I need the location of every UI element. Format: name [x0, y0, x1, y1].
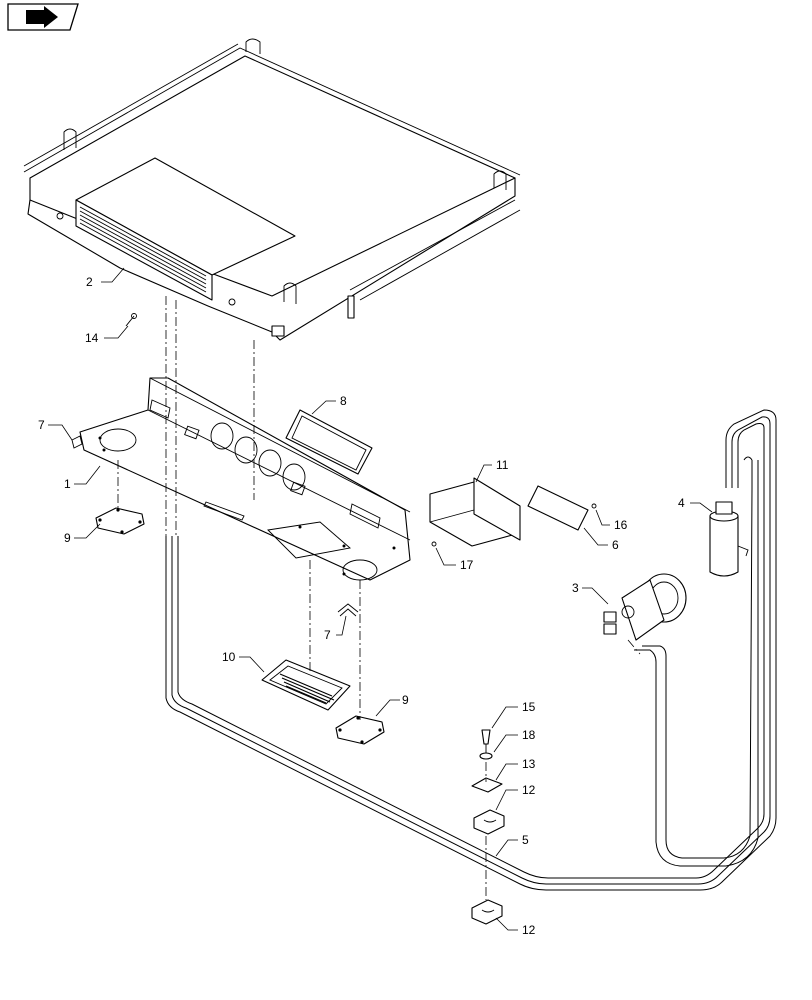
screw-part-14 [125, 313, 137, 327]
cover-plate-part [527, 485, 589, 531]
mounting-panel-part [79, 377, 411, 581]
callout-13: 13 [522, 757, 536, 771]
clip-part-7a [71, 435, 83, 449]
clamp-part-12a [473, 809, 505, 835]
callout-7-bottom: 7 [324, 628, 331, 642]
callout-7-top: 7 [38, 418, 45, 432]
compressor-part [603, 573, 687, 641]
callout-15: 15 [522, 700, 536, 714]
callout-12-top: 12 [522, 783, 536, 797]
floor-grille-part [261, 659, 351, 711]
callout-9-left: 9 [64, 531, 71, 545]
round-cover-part-9a [95, 507, 145, 535]
assembly-lines [117, 296, 641, 900]
callout-9-bottom: 9 [402, 693, 409, 707]
receiver-drier-part [709, 501, 749, 577]
clamp-part-12b [471, 899, 503, 925]
callout-18: 18 [522, 728, 536, 742]
callout-2: 2 [86, 275, 93, 289]
screw-part-16 [591, 503, 597, 509]
leader-lines [48, 267, 713, 931]
callout-11: 11 [496, 458, 509, 472]
callout-17: 17 [460, 558, 474, 572]
vent-grille-part [285, 409, 373, 475]
callout-16: 16 [614, 518, 628, 532]
callout-3: 3 [572, 581, 579, 595]
roof-unit-part [23, 38, 521, 341]
callout-14: 14 [85, 331, 99, 345]
plate-part-13 [471, 777, 503, 793]
callout-4: 4 [678, 496, 685, 510]
callout-5: 5 [522, 833, 529, 847]
clip-part-7b [337, 603, 359, 617]
callout-8: 8 [340, 394, 347, 408]
callout-6: 6 [612, 538, 619, 552]
callout-10: 10 [222, 650, 236, 664]
callout-labels: 2 14 7 1 9 8 11 4 16 6 17 3 7 10 9 15 18… [38, 275, 685, 937]
callout-12-bottom: 12 [522, 923, 536, 937]
air-duct-part [429, 477, 521, 547]
bolt-part-15 [481, 729, 491, 754]
round-cover-part-9b [335, 715, 385, 745]
screw-part-17 [431, 541, 437, 547]
callout-1: 1 [64, 477, 71, 491]
hose-assembly-part [165, 409, 777, 891]
washer-part-18 [479, 752, 493, 760]
next-arrow-icon[interactable] [7, 3, 79, 31]
